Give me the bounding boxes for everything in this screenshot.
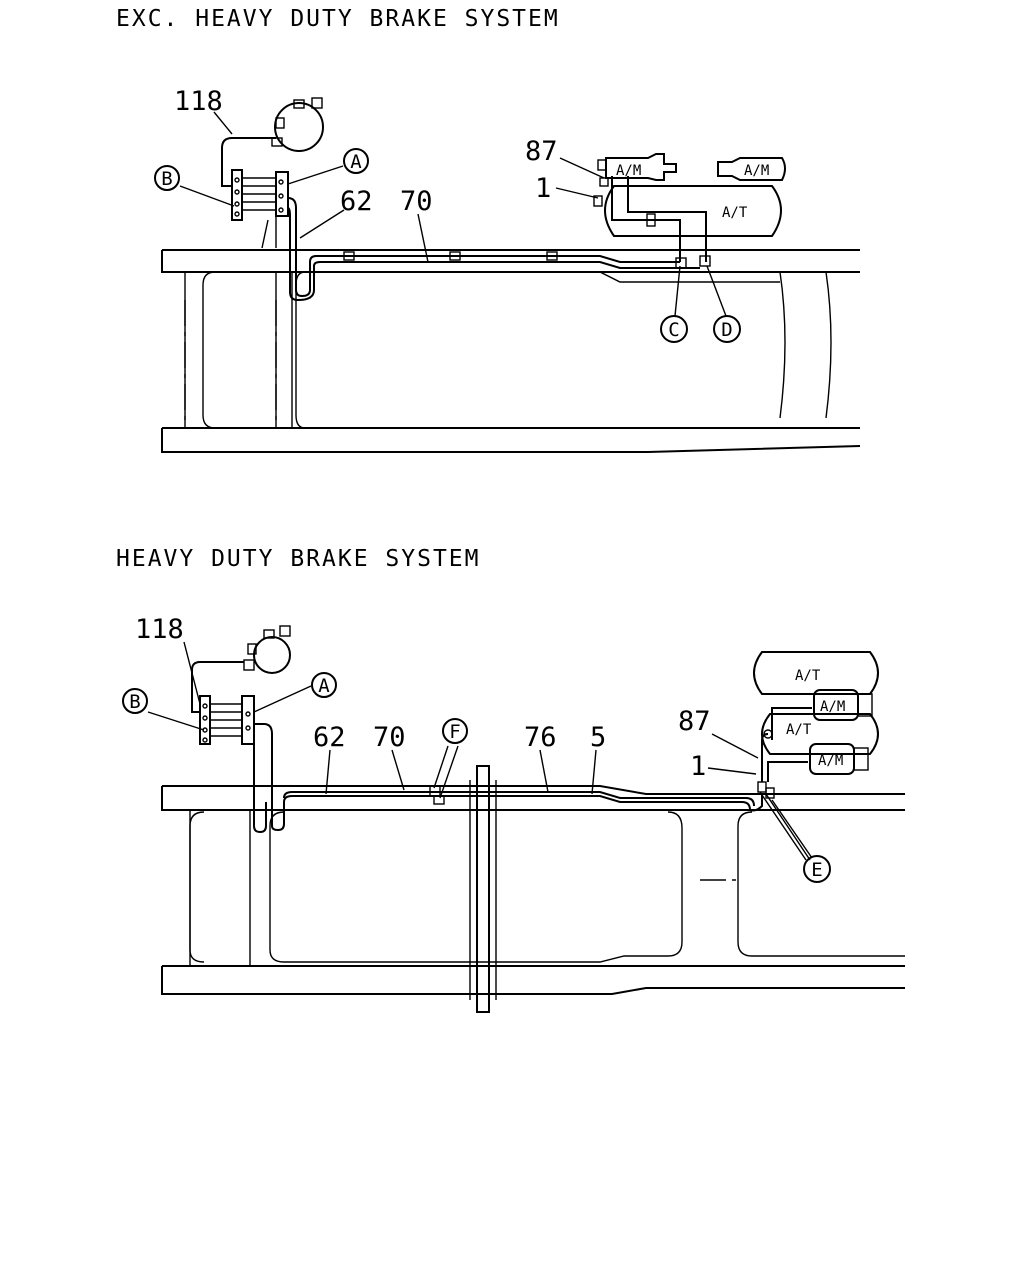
callout-87-a: 87 — [525, 136, 558, 167]
callout-letter-b-a: B — [161, 168, 172, 190]
tank-am-lower-b: A/M — [818, 753, 843, 769]
callout-circle-c-a: C — [660, 315, 688, 343]
callout-circle-f-b: F — [442, 718, 468, 744]
tanks-a: A/M A/M A/T — [593, 153, 786, 237]
callout-70-b: 70 — [373, 722, 406, 753]
manifold-b — [199, 695, 255, 745]
diagram-b-title: HEAVY DUTY BRAKE SYSTEM — [116, 546, 481, 572]
leaders-a — [179, 111, 727, 317]
tank-am-front-a: A/M — [616, 163, 641, 179]
tank-at-a: A/T — [722, 205, 748, 221]
callout-62-a: 62 — [340, 186, 373, 217]
frame-rail-b — [161, 765, 905, 1013]
callout-letter-a-b: A — [318, 675, 330, 697]
diagram-exc-heavy-duty: EXC. HEAVY DUTY BRAKE SYSTEM — [116, 6, 861, 453]
callout-1-b: 1 — [690, 751, 706, 782]
manifold-a — [231, 169, 289, 249]
callout-letter-b-b: B — [129, 691, 140, 713]
callout-1-a: 1 — [535, 173, 551, 204]
callout-87-b: 87 — [678, 706, 711, 737]
callout-letter-a-a: A — [350, 151, 362, 173]
leaders-b — [147, 641, 813, 861]
callout-circle-b-a: B — [154, 165, 180, 191]
callout-circle-b-b: B — [122, 688, 148, 714]
frame-rail-a — [161, 249, 861, 453]
callout-letter-e-b: E — [811, 859, 822, 881]
callout-circle-a-b: A — [311, 672, 337, 698]
callout-letter-f-b: F — [449, 721, 460, 743]
callout-70-a: 70 — [400, 186, 433, 217]
callout-letter-c-a: C — [668, 319, 679, 341]
air-dryer-b — [243, 625, 291, 674]
tank-am-upper-b: A/M — [820, 699, 845, 715]
callout-76-b: 76 — [524, 722, 557, 753]
tank-at-mid-b: A/T — [786, 722, 812, 738]
diagram-a-title: EXC. HEAVY DUTY BRAKE SYSTEM — [116, 6, 560, 32]
callout-letter-d-a: D — [721, 319, 732, 341]
tanks-b: A/T A/M A/T A/M — [753, 651, 879, 775]
air-dryer-a — [271, 97, 324, 152]
tank-am-rear-a: A/M — [744, 163, 769, 179]
diagram-heavy-duty: HEAVY DUTY BRAKE SYSTEM — [116, 546, 905, 1013]
pipes-b — [191, 661, 812, 834]
callout-circle-d-a: D — [713, 315, 741, 343]
callout-62-b: 62 — [313, 722, 346, 753]
tank-at-top-b: A/T — [795, 668, 821, 684]
callout-circle-e-b: E — [803, 855, 831, 883]
pipes-a — [221, 137, 711, 302]
callout-5-b: 5 — [590, 722, 606, 753]
callout-circle-a-a: A — [343, 148, 369, 174]
callout-118-a: 118 — [174, 86, 223, 117]
callout-118-b: 118 — [135, 614, 184, 645]
